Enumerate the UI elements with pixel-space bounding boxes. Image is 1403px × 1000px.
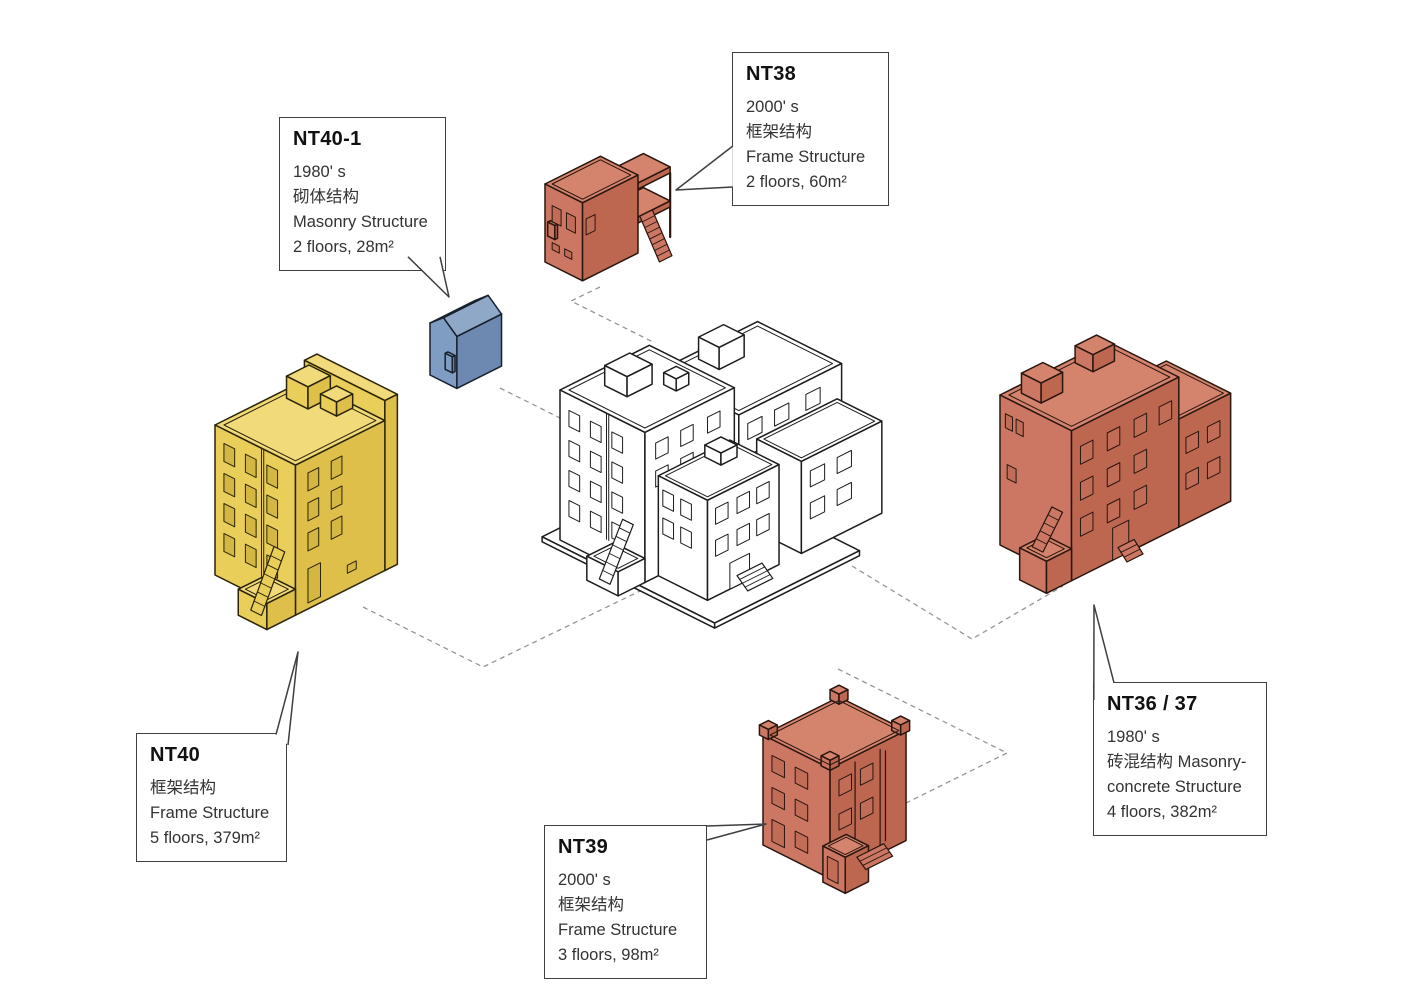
label-line: 1980' s <box>293 163 346 181</box>
label-line: 2000' s <box>558 871 611 889</box>
label-line: 2 floors, 28m² <box>293 238 394 256</box>
building-nt40-1-blue <box>429 294 503 390</box>
label-title: NT38 <box>746 63 797 85</box>
label-box-nt40: NT40 框架结构 Frame Structure 5 floors, 379m… <box>136 733 287 862</box>
label-line: 砌体结构 <box>293 188 359 206</box>
label-box-nt39: NT39 2000' s 框架结构 Frame Structure 3 floo… <box>544 825 707 979</box>
label-line: 2000' s <box>746 98 799 116</box>
label-line: 2 floors, 60m² <box>746 173 847 191</box>
label-line: 4 floors, 382m² <box>1107 803 1218 821</box>
label-line: 3 floors, 98m² <box>558 946 659 964</box>
building-assembly-center <box>541 320 883 629</box>
label-line: 砖混结构 Masonry- <box>1107 753 1247 771</box>
label-title: NT39 <box>558 836 609 858</box>
label-title: NT40 <box>150 744 201 766</box>
label-line: Masonry Structure <box>293 213 428 231</box>
building-nt40-yellow <box>214 353 399 631</box>
label-line: 框架结构 <box>558 896 624 914</box>
label-line: Frame Structure <box>150 804 270 822</box>
label-line: 框架结构 <box>746 123 812 141</box>
label-box-nt36-37: NT36 / 37 1980' s 砖混结构 Masonry- concrete… <box>1093 682 1267 836</box>
building-nt38-red <box>544 152 673 282</box>
label-line: 5 floors, 379m² <box>150 829 261 847</box>
label-line: concrete Structure <box>1107 778 1242 796</box>
label-line: 1980' s <box>1107 728 1160 746</box>
building-nt36-37-red <box>999 334 1232 595</box>
label-box-nt38: NT38 2000' s 框架结构 Frame Structure 2 floo… <box>732 52 889 206</box>
label-box-nt40-1: NT40-1 1980' s 砌体结构 Masonry Structure 2 … <box>279 117 446 271</box>
label-line: 框架结构 <box>150 779 216 797</box>
label-title: NT40-1 <box>293 128 362 150</box>
building-nt39-red <box>758 684 911 895</box>
assembly-guide-dashes <box>362 286 1064 814</box>
label-title: NT36 / 37 <box>1107 693 1198 715</box>
label-line: Frame Structure <box>558 921 678 939</box>
label-line: Frame Structure <box>746 148 866 166</box>
